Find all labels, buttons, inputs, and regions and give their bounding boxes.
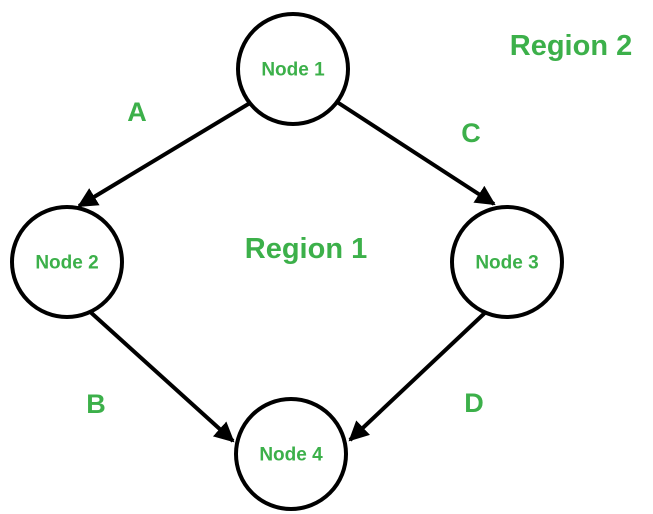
node-4-circle	[234, 397, 348, 511]
node-3: Node 3	[450, 205, 564, 319]
edge-label-a: A	[127, 97, 147, 127]
edge-label-c: C	[461, 118, 481, 148]
node-2-label: Node 2	[35, 253, 98, 274]
node-3-label: Node 3	[475, 253, 538, 274]
node-4-label: Node 4	[259, 445, 323, 466]
node-1: Node 1	[236, 12, 350, 126]
node-4: Node 4	[234, 397, 348, 511]
edge-label-b: B	[86, 389, 106, 419]
node-3-circle	[450, 205, 564, 319]
region-1-label: Region 1	[245, 233, 367, 265]
edge-node3-node4	[348, 307, 491, 442]
node-1-circle	[236, 12, 350, 126]
edge-label-d: D	[464, 388, 484, 418]
node-2-circle	[10, 205, 124, 319]
edge-node1-node3	[335, 100, 496, 206]
node-2: Node 2	[10, 205, 124, 319]
edge-node2-node4	[85, 307, 235, 443]
node-1-label: Node 1	[261, 60, 325, 81]
edge-node1-node2	[77, 101, 252, 208]
region-2-label: Region 2	[510, 30, 632, 62]
